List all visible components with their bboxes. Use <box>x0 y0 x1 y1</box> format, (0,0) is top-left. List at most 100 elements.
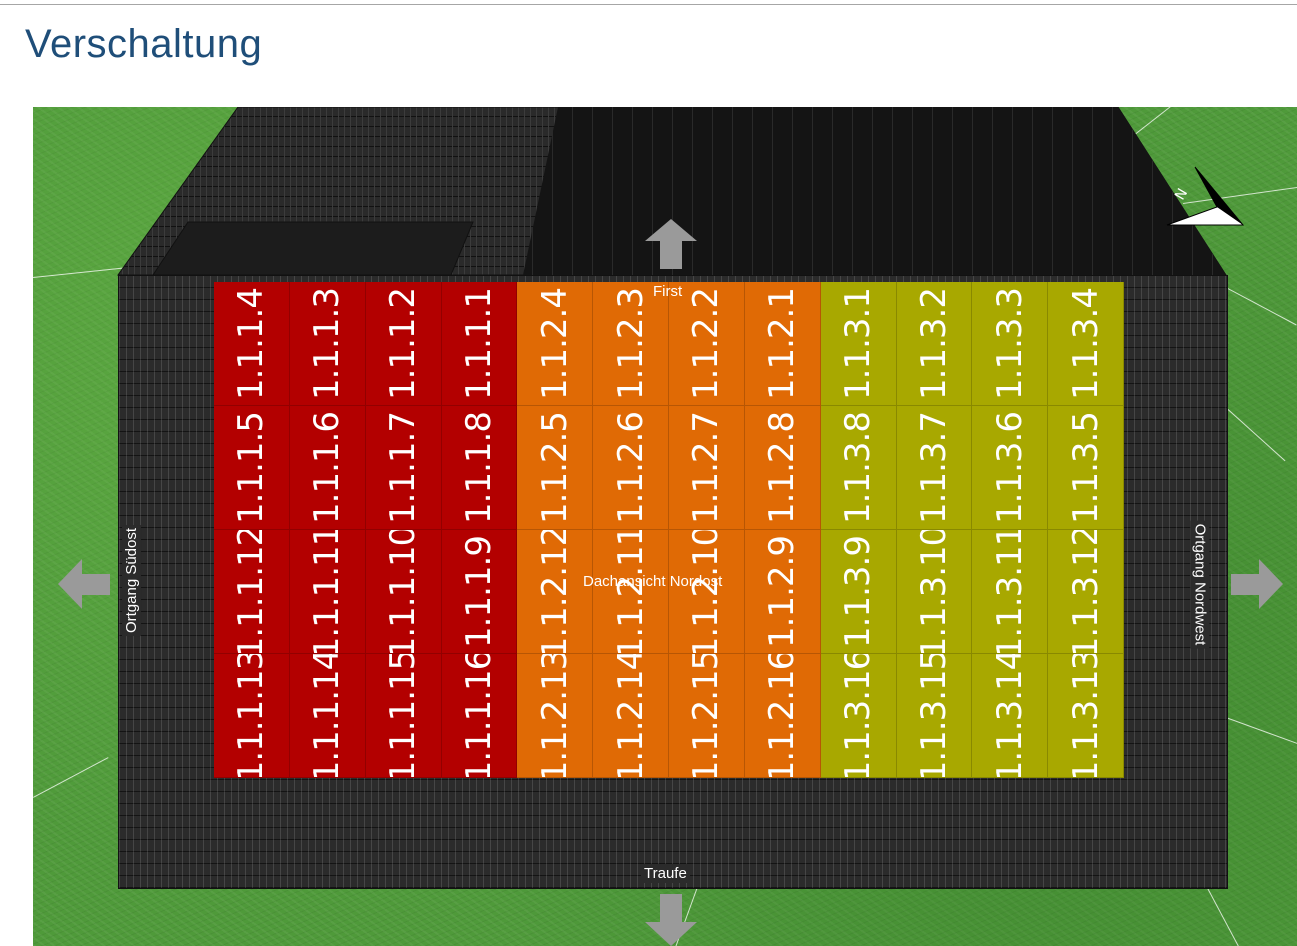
pv-module-label: 1.1.1.12 <box>231 530 272 654</box>
pv-module-label: 1.1.1.15 <box>383 654 424 778</box>
pv-module-label: 1.1.3.1 <box>838 287 879 400</box>
pv-module: 1.1.3.13 <box>1048 654 1124 778</box>
pv-module: 1.1.3.10 <box>896 530 973 654</box>
pv-module: 1.1.1.10 <box>365 530 442 654</box>
pv-module-label: 1.1.2.13 <box>534 654 575 778</box>
pv-module: 1.1.2.14 <box>593 654 669 778</box>
pv-module-label: 1.1.1.8 <box>458 411 499 524</box>
pv-module-label: 1.1.2.9 <box>762 535 803 648</box>
pv-module: 1.1.2.2 <box>669 282 745 406</box>
pv-module-label: 1.1.1.7 <box>383 411 424 524</box>
pv-module: 1.1.1.3 <box>289 282 366 406</box>
pv-module: 1.1.3.14 <box>972 654 1049 778</box>
pv-module-label: 1.1.1.13 <box>231 654 272 778</box>
label-first: First <box>653 283 683 300</box>
pv-module: 1.1.2.15 <box>669 654 745 778</box>
pv-module-label: 1.1.3.4 <box>1065 287 1106 400</box>
pv-module: 1.1.2.16 <box>744 654 821 778</box>
compass-north-icon: N <box>1166 166 1245 226</box>
pv-module: 1.1.3.8 <box>820 406 897 530</box>
pv-module: 1.1.1.8 <box>441 406 518 530</box>
arrow-down-icon <box>645 894 697 946</box>
pv-module-label: 1.1.3.16 <box>838 654 879 778</box>
label-traufe: Traufe <box>641 864 690 883</box>
compass-letter: N <box>1172 186 1191 203</box>
pv-module: 1.1.3.2 <box>896 282 973 406</box>
pv-module-label: 1.1.1.16 <box>458 654 499 778</box>
pv-module: 1.1.2.7 <box>669 406 745 530</box>
arrow-up-icon <box>645 219 697 269</box>
pv-module: 1.1.2.8 <box>744 406 821 530</box>
arrow-right-icon <box>1231 559 1283 609</box>
pv-module-label: 1.1.1.10 <box>383 530 424 654</box>
pv-module-label: 1.1.1.5 <box>231 411 272 524</box>
pv-module: 1.1.2.3 <box>593 282 669 406</box>
pv-module: 1.1.3.16 <box>820 654 897 778</box>
label-roof-view: Dachansicht Nordost <box>583 573 723 590</box>
arrow-left-icon <box>58 559 110 609</box>
pv-module: 1.1.1.9 <box>441 530 518 654</box>
pv-module: 1.1.1.6 <box>289 406 366 530</box>
pv-module-label: 1.1.2.10 <box>686 530 727 654</box>
pv-module-label: 1.1.2.3 <box>610 287 651 400</box>
pv-module: 1.1.2.10 <box>669 530 745 654</box>
pv-module: 1.1.2.4 <box>517 282 594 406</box>
pv-module: 1.1.3.12 <box>1048 530 1124 654</box>
pv-module-label: 1.1.1.2 <box>383 287 424 400</box>
pv-module-label: 1.1.3.11 <box>989 530 1030 654</box>
pv-module: 1.1.2.1 <box>744 282 821 406</box>
pv-module-label: 1.1.1.6 <box>307 411 348 524</box>
pv-module-label: 1.1.3.13 <box>1065 654 1106 778</box>
pv-module-label: 1.1.3.8 <box>838 411 879 524</box>
pv-module: 1.1.1.7 <box>365 406 442 530</box>
pv-module: 1.1.2.12 <box>517 530 594 654</box>
pv-module: 1.1.1.12 <box>214 530 290 654</box>
pv-module-label: 1.1.2.1 <box>762 287 803 400</box>
pv-module-label: 1.1.2.14 <box>610 654 651 778</box>
pv-module: 1.1.1.14 <box>289 654 366 778</box>
page-title: Verschaltung <box>25 22 263 66</box>
pv-module: 1.1.1.5 <box>214 406 290 530</box>
pv-module-label: 1.1.3.9 <box>838 535 879 648</box>
pv-module-label: 1.1.2.7 <box>686 411 727 524</box>
top-divider <box>0 4 1297 5</box>
pv-module-label: 1.1.3.15 <box>913 654 954 778</box>
pv-module-label: 1.1.3.3 <box>989 287 1030 400</box>
pv-module: 1.1.3.7 <box>896 406 973 530</box>
pv-module: 1.1.2.5 <box>517 406 594 530</box>
pv-module: 1.1.3.1 <box>820 282 897 406</box>
pv-module: 1.1.3.6 <box>972 406 1049 530</box>
pv-module-label: 1.1.3.5 <box>1065 411 1106 524</box>
pv-module-label: 1.1.3.6 <box>989 411 1030 524</box>
pv-module: 1.1.1.16 <box>441 654 518 778</box>
pv-module-label: 1.1.3.12 <box>1065 530 1106 654</box>
pv-module: 1.1.2.6 <box>593 406 669 530</box>
pv-module: 1.1.1.15 <box>365 654 442 778</box>
label-ortgang-right: Ortgang Nordwest <box>1190 520 1210 649</box>
pv-module-label: 1.1.1.11 <box>307 530 348 654</box>
pv-module: 1.1.3.15 <box>896 654 973 778</box>
pv-module: 1.1.3.5 <box>1048 406 1124 530</box>
pv-module-label: 1.1.3.14 <box>989 654 1030 778</box>
pv-module-label: 1.1.1.3 <box>307 287 348 400</box>
pv-module-label: 1.1.2.6 <box>610 411 651 524</box>
pv-module: 1.1.3.3 <box>972 282 1049 406</box>
pv-module-label: 1.1.1.4 <box>231 287 272 400</box>
pv-module-label: 1.1.2.16 <box>762 654 803 778</box>
pv-module-label: 1.1.1.14 <box>307 654 348 778</box>
pv-module: 1.1.2.11 <box>593 530 669 654</box>
pv-module-label: 1.1.2.11 <box>610 530 651 654</box>
pv-module: 1.1.2.13 <box>517 654 594 778</box>
label-ortgang-left: Ortgang Südost <box>122 524 142 637</box>
pv-module: 1.1.1.1 <box>441 282 518 406</box>
pv-module-label: 1.1.3.10 <box>913 530 954 654</box>
pv-module-label: 1.1.3.7 <box>913 411 954 524</box>
pv-module-label: 1.1.2.12 <box>534 530 575 654</box>
pv-module-label: 1.1.2.15 <box>686 654 727 778</box>
pv-module: 1.1.1.2 <box>365 282 442 406</box>
pv-module-label: 1.1.2.5 <box>534 411 575 524</box>
pv-module-label: 1.1.2.8 <box>762 411 803 524</box>
pv-module: 1.1.1.13 <box>214 654 290 778</box>
